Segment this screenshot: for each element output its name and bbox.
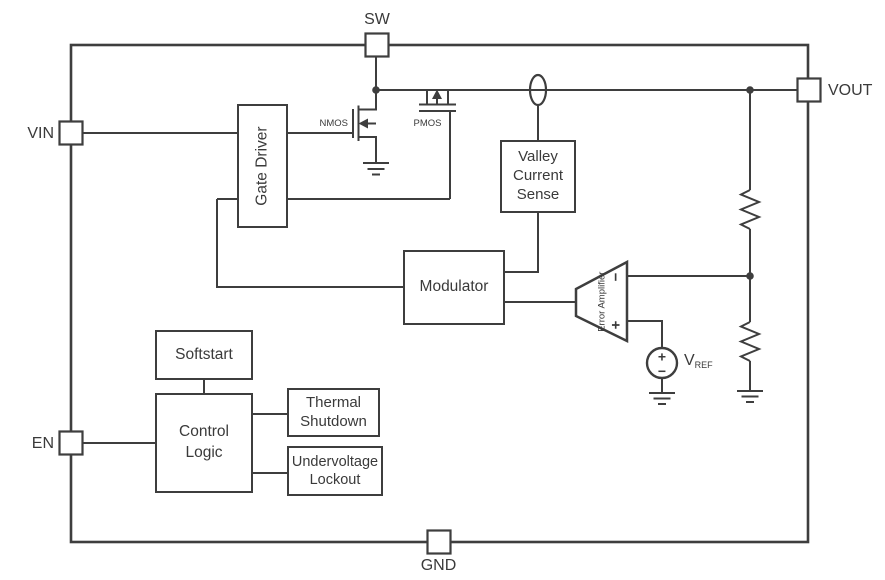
resistor-bottom-symbol — [738, 321, 762, 362]
sw-pin-label: SW — [364, 11, 390, 28]
vref-symbol: V — [684, 352, 695, 369]
nmos-body-arrowhead — [358, 118, 368, 129]
vref-minus-sign: − — [658, 363, 666, 379]
resistor-top-symbol — [738, 189, 762, 230]
gatedriver-to-modulator-wire — [216, 199, 403, 288]
vref-ground-icon — [649, 378, 675, 405]
vref-plus-sign: + — [658, 349, 666, 365]
error-amplifier-triangle — [574, 259, 629, 344]
vref-label: VREF — [684, 352, 713, 371]
undervoltage-lockout-label-2: Lockout — [309, 472, 361, 488]
valley-current-sense-label-3: Sense — [516, 185, 560, 203]
valley-current-sense-label-1: Valley — [518, 148, 558, 166]
error-amplifier-label-1: Error — [596, 310, 608, 332]
softstart-label: Softstart — [175, 345, 233, 363]
noninverting-input-sign: + — [608, 320, 625, 329]
nmos-symbol — [352, 90, 389, 176]
pmos-label: PMOS — [413, 118, 442, 129]
error-amplifier-label: Error Amplifier — [577, 262, 627, 341]
control-logic-block: Control Logic — [155, 393, 253, 493]
undervoltage-lockout-block: Undervoltage Lockout — [287, 446, 383, 496]
nmos-label: NMOS — [319, 118, 349, 129]
thermal-shutdown-label-2: Shutdown — [300, 412, 367, 430]
nmos-drain — [358, 90, 377, 111]
junction-dots — [372, 86, 754, 280]
en-pin-label: EN — [31, 435, 54, 452]
vin-pin-label: VIN — [27, 125, 54, 142]
softstart-block: Softstart — [155, 330, 253, 380]
valley-current-sense-label-2: Current — [512, 167, 564, 185]
inverting-input-sign: − — [608, 272, 625, 281]
current-sense-loop-icon — [528, 73, 548, 107]
vref-to-noninverting-wire — [627, 320, 663, 348]
vout-pin — [796, 77, 822, 103]
gate-driver-block: Gate Driver — [237, 104, 288, 228]
pins — [58, 32, 822, 555]
gate-driver-label: Gate Driver — [253, 126, 271, 206]
en-pin — [58, 430, 84, 456]
nmos-ground-icon — [363, 162, 389, 176]
nmos-source — [358, 136, 377, 163]
undervoltage-lockout-label-1: Undervoltage — [291, 453, 379, 470]
gnd-pin — [426, 529, 452, 555]
vout-node-dot — [746, 86, 754, 94]
error-amplifier-label-2: Amplifier — [596, 271, 608, 309]
thermal-shutdown-label-1: Thermal — [305, 393, 361, 411]
pmos-body-arrowhead — [432, 89, 442, 99]
divider-ground-icon — [737, 390, 763, 403]
vref-source: + − — [645, 346, 679, 405]
vref-subscript: REF — [694, 360, 713, 370]
vout-pin-label: VOUT — [828, 82, 873, 99]
control-logic-label-1: Control — [179, 423, 229, 441]
vcs-to-modulator-wire — [505, 213, 539, 273]
sw-node-dot — [372, 86, 380, 94]
gnd-pin-label: GND — [420, 557, 457, 574]
valley-current-sense-block: Valley Current Sense — [500, 140, 576, 213]
thermal-shutdown-block: Thermal Shutdown — [287, 388, 380, 437]
modulator-block: Modulator — [403, 250, 505, 325]
sw-pin — [364, 32, 390, 58]
vin-pin — [58, 120, 84, 146]
pmos-symbol — [419, 89, 456, 112]
feedback-node-dot — [746, 272, 754, 280]
control-logic-label-2: Logic — [185, 444, 223, 461]
modulator-label: Modulator — [419, 278, 489, 296]
